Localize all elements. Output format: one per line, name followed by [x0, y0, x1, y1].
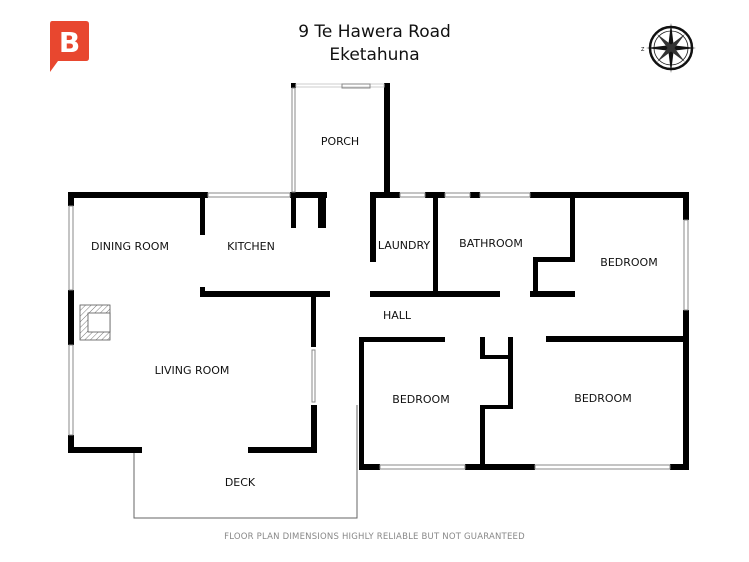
windows — [68, 83, 689, 470]
room-label-laundry: LAUNDRY — [378, 239, 431, 252]
disclaimer: FLOOR PLAN DIMENSIONS HIGHLY RELIABLE BU… — [224, 532, 525, 542]
svg-text:Z: Z — [641, 47, 645, 53]
walls — [68, 83, 689, 470]
room-label-living: LIVING ROOM — [155, 364, 230, 377]
deck-outline — [133, 405, 358, 519]
room-label-kitchen: KITCHEN — [227, 240, 275, 253]
brand-logo: B — [50, 21, 89, 72]
compass-icon: Z — [641, 23, 696, 73]
room-label-bedroom: BEDROOM — [600, 256, 657, 269]
room-label-bedroom: BEDROOM — [392, 393, 449, 406]
room-label-hall: HALL — [383, 309, 412, 322]
svg-text:B: B — [59, 26, 80, 59]
room-label-deck: DECK — [225, 476, 256, 489]
fireplace-icon — [79, 304, 111, 341]
room-label-bedroom: BEDROOM — [574, 392, 631, 405]
address-line2: Eketahuna — [329, 45, 420, 65]
room-label-porch: PORCH — [321, 135, 359, 148]
address-line1: 9 Te Hawera Road — [298, 22, 451, 42]
room-label-dining: DINING ROOM — [91, 240, 169, 253]
room-label-bathroom: BATHROOM — [459, 237, 523, 250]
